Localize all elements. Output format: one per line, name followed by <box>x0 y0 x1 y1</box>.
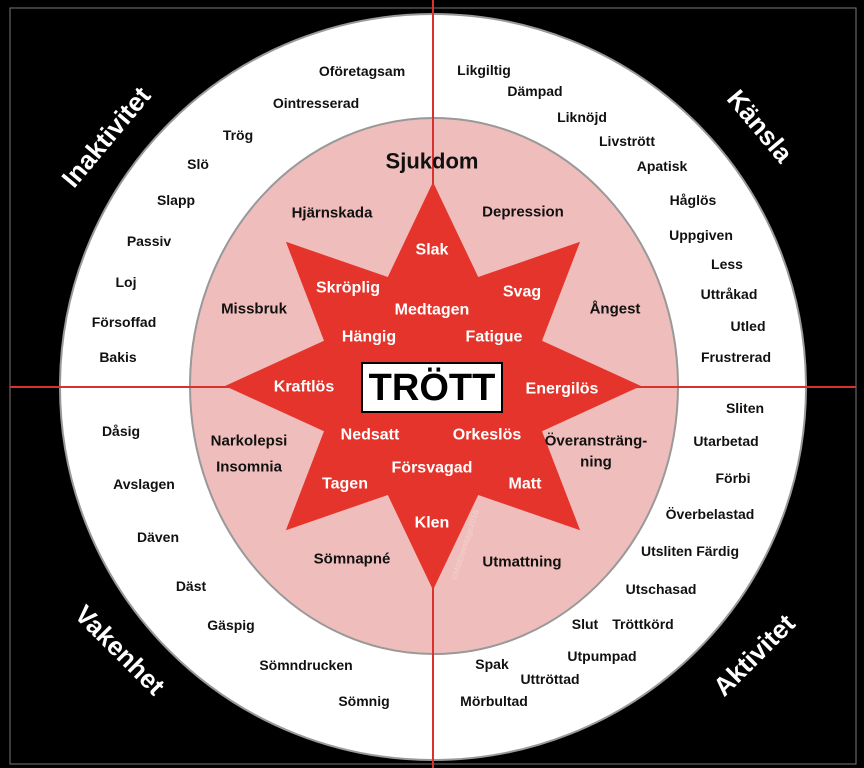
star-word: Energilös <box>526 381 599 398</box>
star-word: Matt <box>509 476 543 493</box>
ring-title: Sjukdom <box>386 149 479 174</box>
ring-condition: Missbruk <box>221 301 288 318</box>
outer-word: Överbelastad <box>666 506 755 522</box>
outer-word: Uttröttad <box>520 671 579 687</box>
outer-word: Förbi <box>716 470 751 486</box>
outer-word: Slut <box>572 616 599 632</box>
outer-word: Ointresserad <box>273 95 359 111</box>
outer-word: Utsliten Färdig <box>641 543 739 559</box>
outer-word: Utled <box>731 318 766 334</box>
ring-condition: Överansträng- <box>545 433 648 450</box>
outer-word: Passiv <box>127 233 172 249</box>
star-word: Kraftlös <box>274 379 335 396</box>
star-word: Slak <box>416 242 449 259</box>
outer-word: Sliten <box>726 400 764 416</box>
ring-condition: Sömnapné <box>314 551 391 568</box>
outer-word: Slapp <box>157 192 195 208</box>
outer-word: Sömnig <box>338 693 389 709</box>
outer-word: Avslagen <box>113 476 175 492</box>
star-word: Orkeslös <box>453 427 522 444</box>
outer-word: Mörbultad <box>460 693 528 709</box>
outer-word: Frustrerad <box>701 349 771 365</box>
outer-word: Bakis <box>99 349 137 365</box>
outer-word: Loj <box>116 274 137 290</box>
outer-word: Oföretagsam <box>319 63 405 79</box>
outer-word: Utschasad <box>626 581 697 597</box>
outer-word: Håglös <box>670 192 717 208</box>
center-label: TRÖTT <box>369 366 496 409</box>
outer-word: Dåsig <box>102 423 140 439</box>
outer-word: Däven <box>137 529 179 545</box>
star-word: Medtagen <box>395 302 470 319</box>
star-word: Klen <box>415 515 450 532</box>
outer-word: Uppgiven <box>669 227 733 243</box>
outer-word: Liknöjd <box>557 109 607 125</box>
outer-word: Spak <box>475 656 509 672</box>
star-word: Fatigue <box>466 329 523 346</box>
word-layer: OföretagsamOintresseradTrögSlöSlappPassi… <box>92 62 771 709</box>
outer-word: Gäspig <box>207 617 254 633</box>
star-word: Försvagad <box>392 460 473 477</box>
star-word: Nedsatt <box>341 427 400 444</box>
outer-word: Apatisk <box>637 158 688 174</box>
ring-condition: Ångest <box>590 301 641 318</box>
outer-word: Dämpad <box>507 83 562 99</box>
star-word: Svag <box>503 284 541 301</box>
star-word: Tagen <box>322 476 368 493</box>
outer-word: Less <box>711 256 743 272</box>
center-box <box>361 362 503 413</box>
outer-word: Däst <box>176 578 207 594</box>
outer-word: Försoffad <box>92 314 157 330</box>
outer-word: Trög <box>223 127 253 143</box>
star-word: Skröplig <box>316 280 380 297</box>
outer-word: Utpumpad <box>567 648 636 664</box>
outer-word: Uttråkad <box>701 286 758 302</box>
ring-condition: Insomnia <box>216 459 283 476</box>
ring-condition: Utmattning <box>482 554 561 571</box>
star-word: Hängig <box>342 329 396 346</box>
outer-word: Sömndrucken <box>259 657 352 673</box>
ring-condition: Depression <box>482 204 564 221</box>
outer-word: Livstrött <box>599 133 655 149</box>
ring-condition: ning <box>580 454 612 471</box>
outer-word: Likgiltig <box>457 62 511 78</box>
outer-word: Slö <box>187 156 209 172</box>
ring-condition: Narkolepsi <box>211 433 288 450</box>
outer-word: Utarbetad <box>693 433 758 449</box>
ring-condition: Hjärnskada <box>292 205 374 222</box>
outer-word: Tröttkörd <box>612 616 673 632</box>
